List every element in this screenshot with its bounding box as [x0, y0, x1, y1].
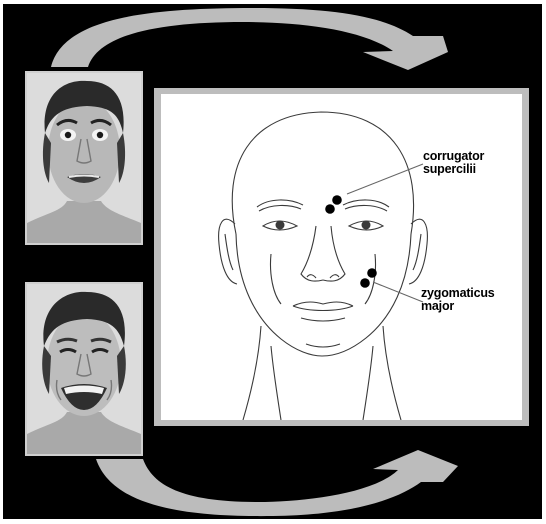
- electrode-corrugator-1: [332, 195, 342, 205]
- fear-face-photo: [25, 71, 143, 245]
- label-zygomaticus-line2: major: [421, 300, 495, 313]
- top-curved-arrow-icon: [51, 8, 448, 70]
- head-line-drawing: [161, 94, 522, 420]
- label-zygomaticus: zygomaticus major: [421, 287, 495, 313]
- black-frame: corrugator supercilii zygomaticus major: [3, 4, 542, 519]
- electrode-zygomaticus-1: [367, 268, 377, 278]
- label-corrugator-line2: supercilii: [423, 163, 484, 176]
- label-corrugator: corrugator supercilii: [423, 150, 484, 176]
- bottom-curved-arrow-icon: [96, 450, 458, 516]
- electrode-corrugator-2: [325, 204, 335, 214]
- diagram-panel: corrugator supercilii zygomaticus major: [154, 88, 529, 426]
- smile-face-photo: [25, 282, 143, 456]
- electrode-zygomaticus-2: [360, 278, 370, 288]
- diagram-panel-inner: corrugator supercilii zygomaticus major: [161, 94, 522, 420]
